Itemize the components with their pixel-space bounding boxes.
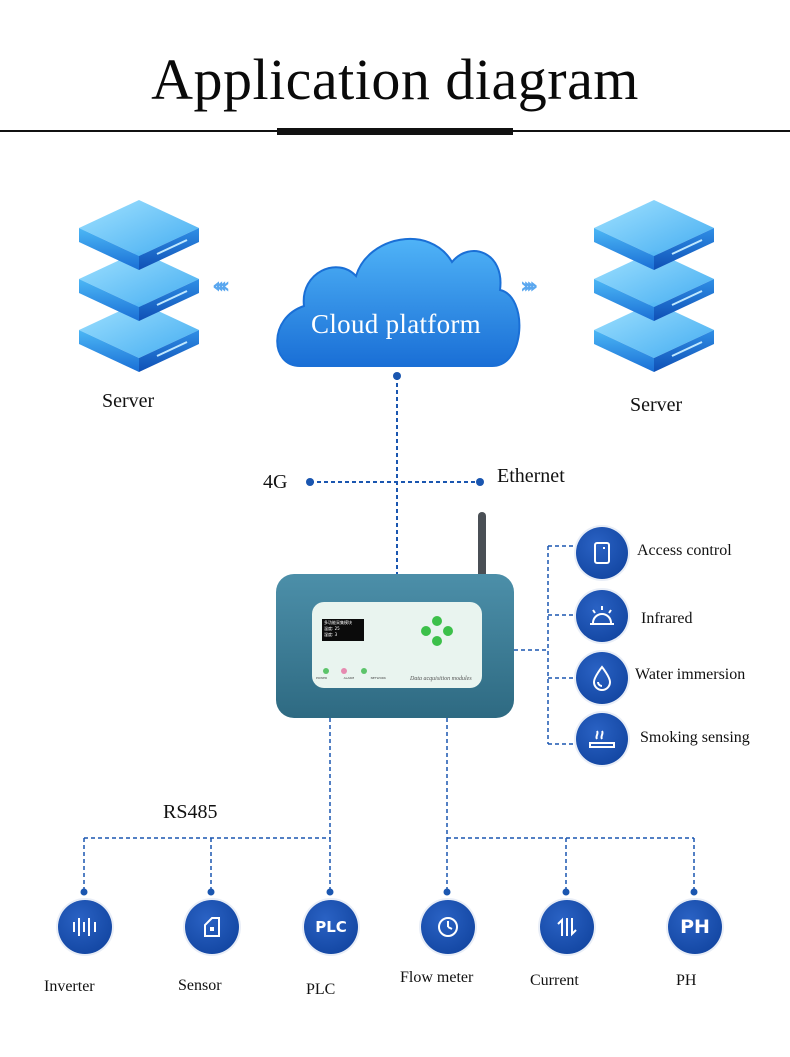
page-title: Application diagram — [151, 47, 639, 112]
server-right-icon — [593, 200, 715, 372]
flow-meter-icon — [421, 900, 475, 954]
led-label: ALARM — [343, 676, 355, 680]
infrared-icon — [576, 590, 628, 642]
item-label: Flow meter — [400, 969, 474, 986]
ph-icon-text: PH — [680, 916, 710, 938]
arrow-left-icon: ‹‹‹‹ — [212, 274, 230, 299]
arrow-right-icon: ›››› — [520, 274, 538, 299]
device-led-labels: POWER ALARM NETWORK — [316, 676, 386, 680]
led-label: POWER — [316, 676, 328, 680]
server-left-icon — [78, 200, 200, 372]
inverter-icon — [58, 900, 112, 954]
4g-label: 4G — [263, 471, 288, 493]
screen-line: 湿度: 3 — [324, 632, 338, 637]
sensor-label: Water immersion — [635, 666, 746, 683]
ethernet-label: Ethernet — [497, 465, 565, 487]
rs485-label: RS485 — [163, 801, 218, 823]
cloud-icon — [276, 238, 521, 367]
server-right-label: Server — [630, 394, 683, 416]
screen-line: 多功能采集模块 — [324, 620, 352, 625]
sensor-label: Infrared — [641, 610, 693, 627]
sensor-icon — [185, 900, 239, 954]
ph-icon: PH — [668, 900, 722, 954]
led-label: NETWORK — [370, 676, 386, 680]
cloud-label: Cloud platform — [311, 309, 481, 339]
server-left-label: Server — [102, 390, 155, 412]
title-underline — [277, 128, 513, 135]
device-screen: 多功能采集模块 温度: 25 湿度: 3 — [324, 620, 364, 638]
svg-text:Data acquisition modules: Data acquisition modules — [409, 676, 472, 682]
item-label: PLC — [306, 981, 336, 998]
plc-icon: PLC — [304, 900, 358, 954]
sensor-label: Access control — [637, 542, 732, 559]
current-icon — [540, 900, 594, 954]
data-acquisition-device: Data acquisition modules — [276, 574, 514, 718]
water-drop-icon — [576, 652, 628, 704]
plc-icon-text: PLC — [315, 918, 347, 936]
sensor-label: Smoking sensing — [640, 729, 750, 746]
item-label: Current — [530, 972, 579, 989]
screen-line: 温度: 25 — [324, 626, 340, 631]
item-label: PH — [676, 972, 697, 989]
door-icon — [576, 527, 628, 579]
item-label: Sensor — [178, 977, 222, 994]
item-label: Inverter — [44, 978, 95, 995]
smoke-icon — [576, 713, 628, 765]
